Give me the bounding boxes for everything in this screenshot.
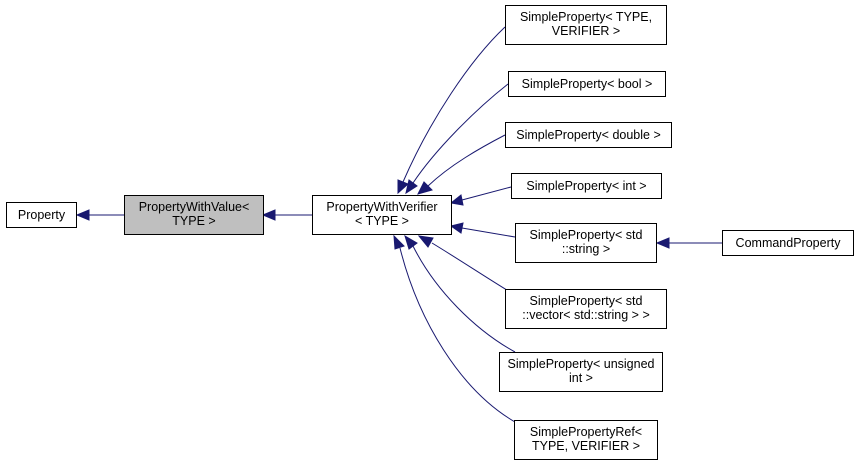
- node-label-line-1: SimpleProperty< std: [530, 294, 643, 308]
- arrowhead-from-type-verifier: [397, 179, 409, 195]
- arrowhead-property: [75, 209, 90, 221]
- edge-type-verifier-to-verifier: [402, 26, 506, 183]
- node-label: SimpleProperty< bool >: [522, 77, 653, 91]
- node-label-line-2: < TYPE >: [355, 214, 409, 228]
- node-label-line-1: PropertyWithValue<: [139, 200, 250, 214]
- node-command-property[interactable]: CommandProperty: [722, 230, 854, 256]
- node-label: CommandProperty: [736, 236, 842, 250]
- arrowhead-from-ref: [393, 234, 405, 250]
- node-label: Property: [18, 208, 66, 222]
- node-label: SimpleProperty< int >: [526, 179, 646, 193]
- arrowhead-from-vector: [417, 235, 434, 248]
- arrowhead-string: [655, 237, 670, 249]
- edge-vector-to-verifier: [431, 242, 516, 296]
- node-property-with-value[interactable]: PropertyWithValue< TYPE >: [124, 195, 264, 235]
- edge-ref-to-verifier: [399, 247, 516, 423]
- arrowhead-value: [261, 209, 276, 221]
- edge-string-to-verifier: [461, 227, 516, 238]
- node-label-line-1: SimplePropertyRef<: [530, 425, 642, 439]
- node-label-line-2: VERIFIER >: [552, 24, 620, 38]
- node-simple-property-vector[interactable]: SimpleProperty< std ::vector< std::strin…: [505, 289, 667, 329]
- edge-int-to-verifier: [461, 186, 512, 201]
- arrowhead-from-unsigned: [404, 234, 418, 250]
- node-simple-property-unsigned[interactable]: SimpleProperty< unsigned int >: [499, 352, 663, 392]
- node-simple-property-int[interactable]: SimpleProperty< int >: [511, 173, 662, 199]
- edge-unsigned-to-verifier: [412, 245, 516, 353]
- node-simple-property-ref[interactable]: SimplePropertyRef< TYPE, VERIFIER >: [514, 420, 658, 460]
- node-label-line-2: ::string >: [562, 242, 610, 256]
- node-simple-property-bool[interactable]: SimpleProperty< bool >: [508, 71, 666, 97]
- arrowhead-from-double: [417, 181, 433, 195]
- edge-double-to-verifier: [427, 134, 506, 187]
- arrowhead-from-int: [449, 194, 464, 206]
- node-label-line-2: TYPE >: [172, 214, 215, 228]
- node-label-line-1: SimpleProperty< std: [530, 228, 643, 242]
- node-simple-property-double[interactable]: SimpleProperty< double >: [505, 122, 672, 148]
- node-label-line-1: SimpleProperty< TYPE,: [520, 10, 652, 24]
- node-label-line-1: PropertyWithVerifier: [326, 200, 437, 214]
- arrowhead-from-bool: [405, 179, 418, 195]
- node-label-line-2: ::vector< std::string > >: [522, 308, 650, 322]
- arrowhead-from-string: [449, 222, 464, 234]
- edge-bool-to-verifier: [412, 83, 509, 184]
- node-label: SimpleProperty< double >: [516, 128, 661, 142]
- node-simple-property-type-verifier[interactable]: SimpleProperty< TYPE, VERIFIER >: [505, 5, 667, 45]
- node-simple-property-string[interactable]: SimpleProperty< std ::string >: [515, 223, 657, 263]
- node-property[interactable]: Property: [6, 202, 77, 228]
- node-label-line-2: int >: [569, 371, 593, 385]
- node-label-line-1: SimpleProperty< unsigned: [508, 357, 655, 371]
- node-label-line-2: TYPE, VERIFIER >: [532, 439, 640, 453]
- node-property-with-verifier[interactable]: PropertyWithVerifier < TYPE >: [312, 195, 452, 235]
